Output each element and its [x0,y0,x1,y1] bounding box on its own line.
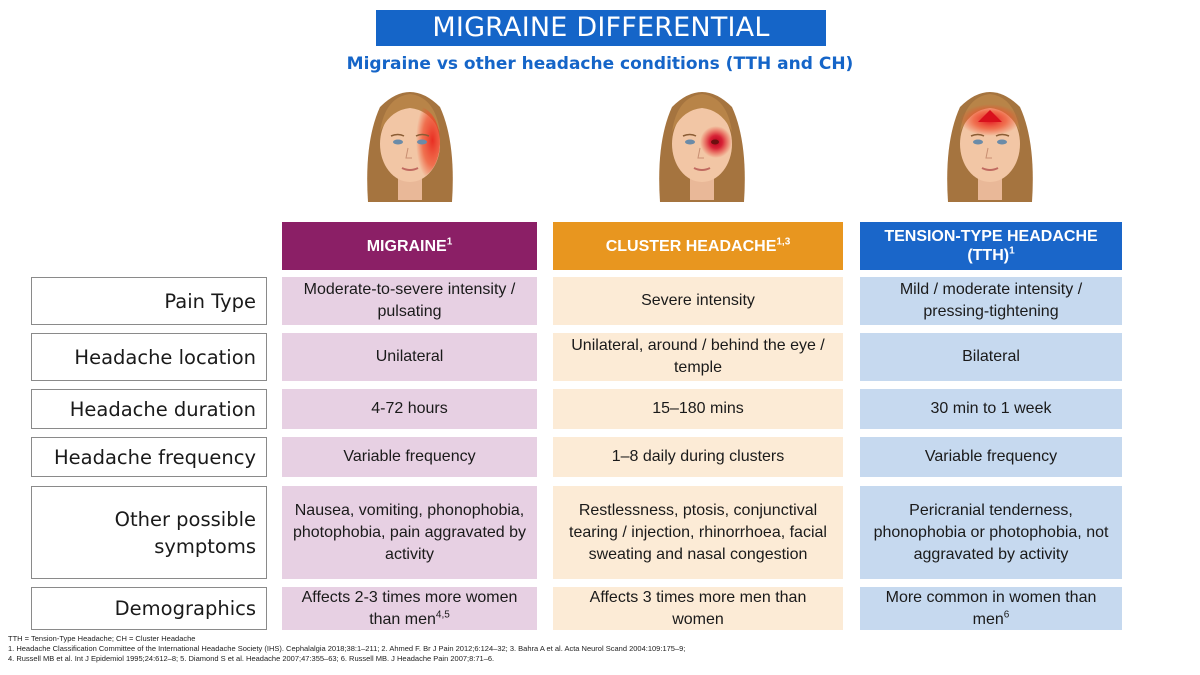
cell-migraine-pain-type: Moderate-to-severe intensity / pulsating [282,277,537,325]
cell-cluster-frequency: 1–8 daily during clusters [553,437,843,477]
cell-cluster-symptoms: Restlessness, ptosis, conjunctival teari… [553,486,843,579]
column-label-line1: TENSION-TYPE HEADACHE [884,228,1098,245]
reference-sup: 6 [1003,609,1010,621]
column-header-tth: TENSION-TYPE HEADACHE (TTH)1 [860,222,1122,270]
cell-tth-symptoms: Pericranial tenderness, phonophobia or p… [860,486,1122,579]
cell-tth-frequency: Variable frequency [860,437,1122,477]
page-subtitle: Migraine vs other headache conditions (T… [346,54,854,74]
page-title: MIGRAINE DIFFERENTIAL DIAGNOSIS [376,10,826,79]
cell-migraine-demographics: Affects 2-3 times more women than men4,5 [282,587,537,630]
cell-tth-duration: 30 min to 1 week [860,389,1122,429]
footnotes: TTH = Tension-Type Headache; CH = Cluste… [8,634,1188,664]
cell-text: More common in women than men [885,588,1097,628]
cell-migraine-symptoms: Nausea, vomiting, phonophobia, photophob… [282,486,537,579]
cell-tth-location: Bilateral [860,333,1122,381]
row-label-duration: Headache duration [31,389,267,429]
reference-sup: 4,5 [435,609,450,621]
face-migraine-icon [360,82,460,212]
face-cluster-icon [652,82,752,212]
cell-migraine-duration: 4-72 hours [282,389,537,429]
row-label-location: Headache location [31,333,267,381]
column-label: CLUSTER HEADACHE [605,237,777,255]
cell-cluster-location: Unilateral, around / behind the eye / te… [553,333,843,381]
reference-sup: 1,3 [776,236,791,248]
footnote-references-2: 4. Russell MB et al. Int J Epidemiol 199… [8,654,495,663]
cell-tth-demographics: More common in women than men6 [860,587,1122,630]
column-header-cluster: CLUSTER HEADACHE1,3 [553,222,843,270]
cell-cluster-pain-type: Severe intensity [553,277,843,325]
row-label-pain-type: Pain Type [31,277,267,325]
row-label-demographics: Demographics [31,587,267,630]
reference-sup: 1 [446,236,453,248]
column-label-line2: (TTH) [967,247,1010,264]
column-label: MIGRAINE [366,237,447,255]
cell-cluster-demographics: Affects 3 times more men than women [553,587,843,630]
cell-migraine-location: Unilateral [282,333,537,381]
cell-migraine-frequency: Variable frequency [282,437,537,477]
face-tth-icon [940,82,1040,212]
footnote-abbreviations: TTH = Tension-Type Headache; CH = Cluste… [8,634,196,643]
cell-tth-pain-type: Mild / moderate intensity / pressing-tig… [860,277,1122,325]
column-header-migraine: MIGRAINE1 [282,222,537,270]
reference-sup: 1 [1009,245,1015,257]
footnote-references-1: 1. Headache Classification Committee of … [8,644,686,653]
row-label-symptoms: Other possible symptoms [31,486,267,579]
cell-text: Affects 2-3 times more women than men [301,588,518,628]
row-label-frequency: Headache frequency [31,437,267,477]
cell-cluster-duration: 15–180 mins [553,389,843,429]
